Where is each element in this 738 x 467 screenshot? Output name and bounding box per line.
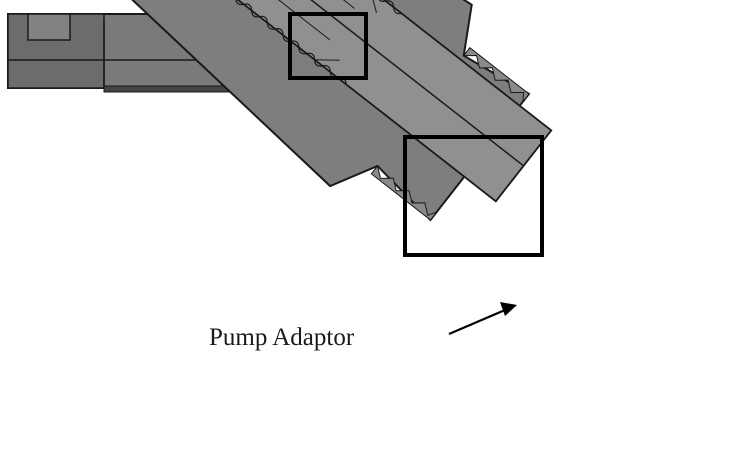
- pump-adaptor-label: Pump Adaptor: [209, 324, 355, 351]
- center-tube: [61, 0, 553, 203]
- callout-arrow: [448, 302, 517, 336]
- detail-box-center: [403, 135, 544, 257]
- detail-box-upper: [288, 12, 368, 80]
- thread-engagement: [187, 0, 402, 85]
